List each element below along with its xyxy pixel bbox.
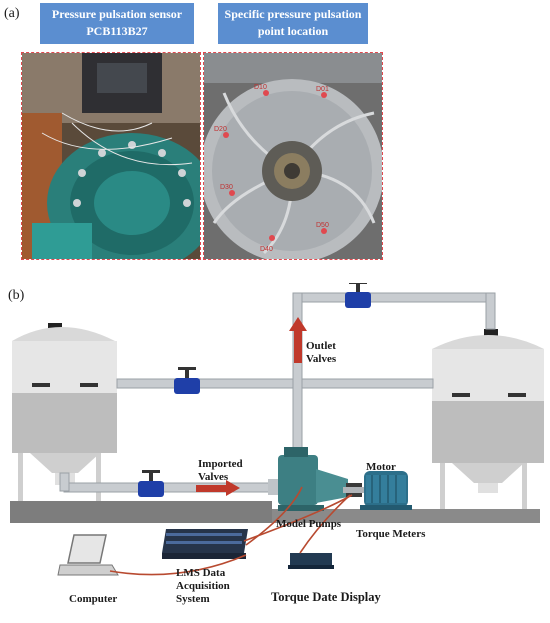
panel-b-label: (b) xyxy=(8,288,25,303)
point-label-d01: D01 xyxy=(316,86,329,93)
lms-label: LMS Data Acquisition System xyxy=(176,567,230,606)
motor-label: Motor xyxy=(366,461,396,473)
torque-display-unit xyxy=(288,553,334,569)
lms-line1: LMS Data xyxy=(176,567,226,579)
location-banner: Specific pressure pulsation point locati… xyxy=(218,3,368,44)
imported-valves-line2: Valves xyxy=(198,471,229,483)
sensor-banner-line2: PCB113B27 xyxy=(86,24,148,38)
right-riser xyxy=(485,292,496,330)
point-label-d50: D50 xyxy=(316,222,329,229)
model-pumps-label: Model Pumps xyxy=(276,518,342,530)
location-banner-line1: Specific pressure pulsation xyxy=(224,7,362,21)
cable-computer xyxy=(109,554,247,576)
lms-acquisition-unit xyxy=(162,529,248,559)
outlet-riser xyxy=(292,292,303,456)
imported-valves-line1: Imported xyxy=(198,458,243,470)
outlet-valves-label: Outlet Valves xyxy=(306,340,336,366)
computer-laptop-icon xyxy=(57,534,119,576)
outlet-flow-arrow xyxy=(289,317,307,363)
cable-pump xyxy=(245,486,303,546)
torque-meters-label: Torque Meters xyxy=(356,528,426,540)
cable-torque xyxy=(243,494,353,542)
computer-label: Computer xyxy=(69,593,118,605)
panel-a-label: (a) xyxy=(4,6,20,21)
floor-slab-left xyxy=(10,501,272,523)
point-label-d10: D10 xyxy=(254,84,267,91)
lms-line2: Acquisition xyxy=(176,580,230,592)
point-label-d20: D20 xyxy=(214,126,227,133)
valve-top-icon xyxy=(345,283,371,308)
cable-display xyxy=(299,494,351,554)
torque-display-label: Torque Date Display xyxy=(271,590,381,604)
point-location-photo: D10 D01 D20 D30 D40 D50 xyxy=(203,52,383,260)
point-label-d30: D30 xyxy=(220,184,233,191)
inlet-pipe xyxy=(63,482,275,493)
right-tank xyxy=(432,329,544,509)
sensor-photo xyxy=(21,52,201,260)
imported-valves-label: Imported Valves xyxy=(198,458,243,484)
point-label-d40: D40 xyxy=(260,246,273,253)
top-pipe xyxy=(295,292,493,303)
left-tank xyxy=(12,323,117,501)
outlet-valves-line2: Valves xyxy=(306,353,337,365)
valve-middle-icon xyxy=(174,367,200,394)
model-pump xyxy=(268,447,348,511)
location-banner-line2: point location xyxy=(257,24,329,38)
sensor-banner-line1: Pressure pulsation sensor xyxy=(51,7,183,21)
test-rig-diagram xyxy=(10,283,544,576)
upper-pipe xyxy=(116,378,434,389)
lms-line3: System xyxy=(176,593,210,605)
inlet-drop xyxy=(59,472,70,492)
outlet-valves-line1: Outlet xyxy=(306,340,336,352)
sensor-banner: Pressure pulsation sensor PCB113B27 xyxy=(40,3,194,44)
valve-inlet-icon xyxy=(138,470,164,497)
floor-slab-right xyxy=(272,509,540,523)
inlet-flow-arrow xyxy=(196,480,240,496)
motor xyxy=(360,471,412,510)
torque-meter xyxy=(343,483,365,497)
